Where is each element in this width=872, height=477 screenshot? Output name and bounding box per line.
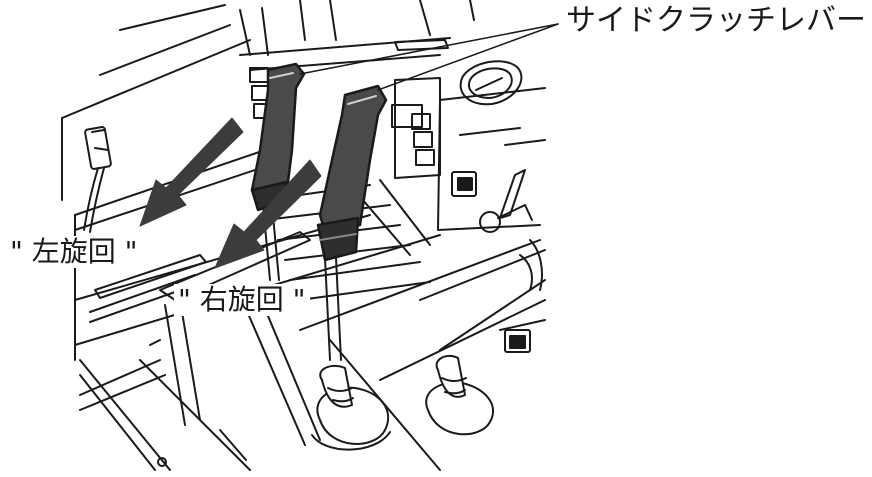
side-clutch-lever-label: サイドクラッチレバー bbox=[566, 3, 866, 38]
callout-leader-lines bbox=[299, 23, 559, 91]
instrument-panel bbox=[239, 0, 546, 231]
panel-switches bbox=[451, 169, 533, 233]
right-turn-label: " 右旋回 " bbox=[174, 284, 310, 316]
right-turn-arrow bbox=[214, 159, 322, 269]
right-side-parts bbox=[504, 239, 543, 353]
joystick-left bbox=[311, 364, 391, 451]
left-turn-label: " 左旋回 " bbox=[6, 236, 142, 268]
cable-connector bbox=[83, 126, 112, 233]
joystick-right bbox=[425, 354, 495, 436]
cab-frame bbox=[61, 4, 251, 201]
console-front bbox=[79, 231, 546, 471]
left-turn-arrow bbox=[139, 117, 244, 227]
round-gauge bbox=[459, 60, 523, 106]
side-clutch-lever-right bbox=[316, 84, 388, 262]
